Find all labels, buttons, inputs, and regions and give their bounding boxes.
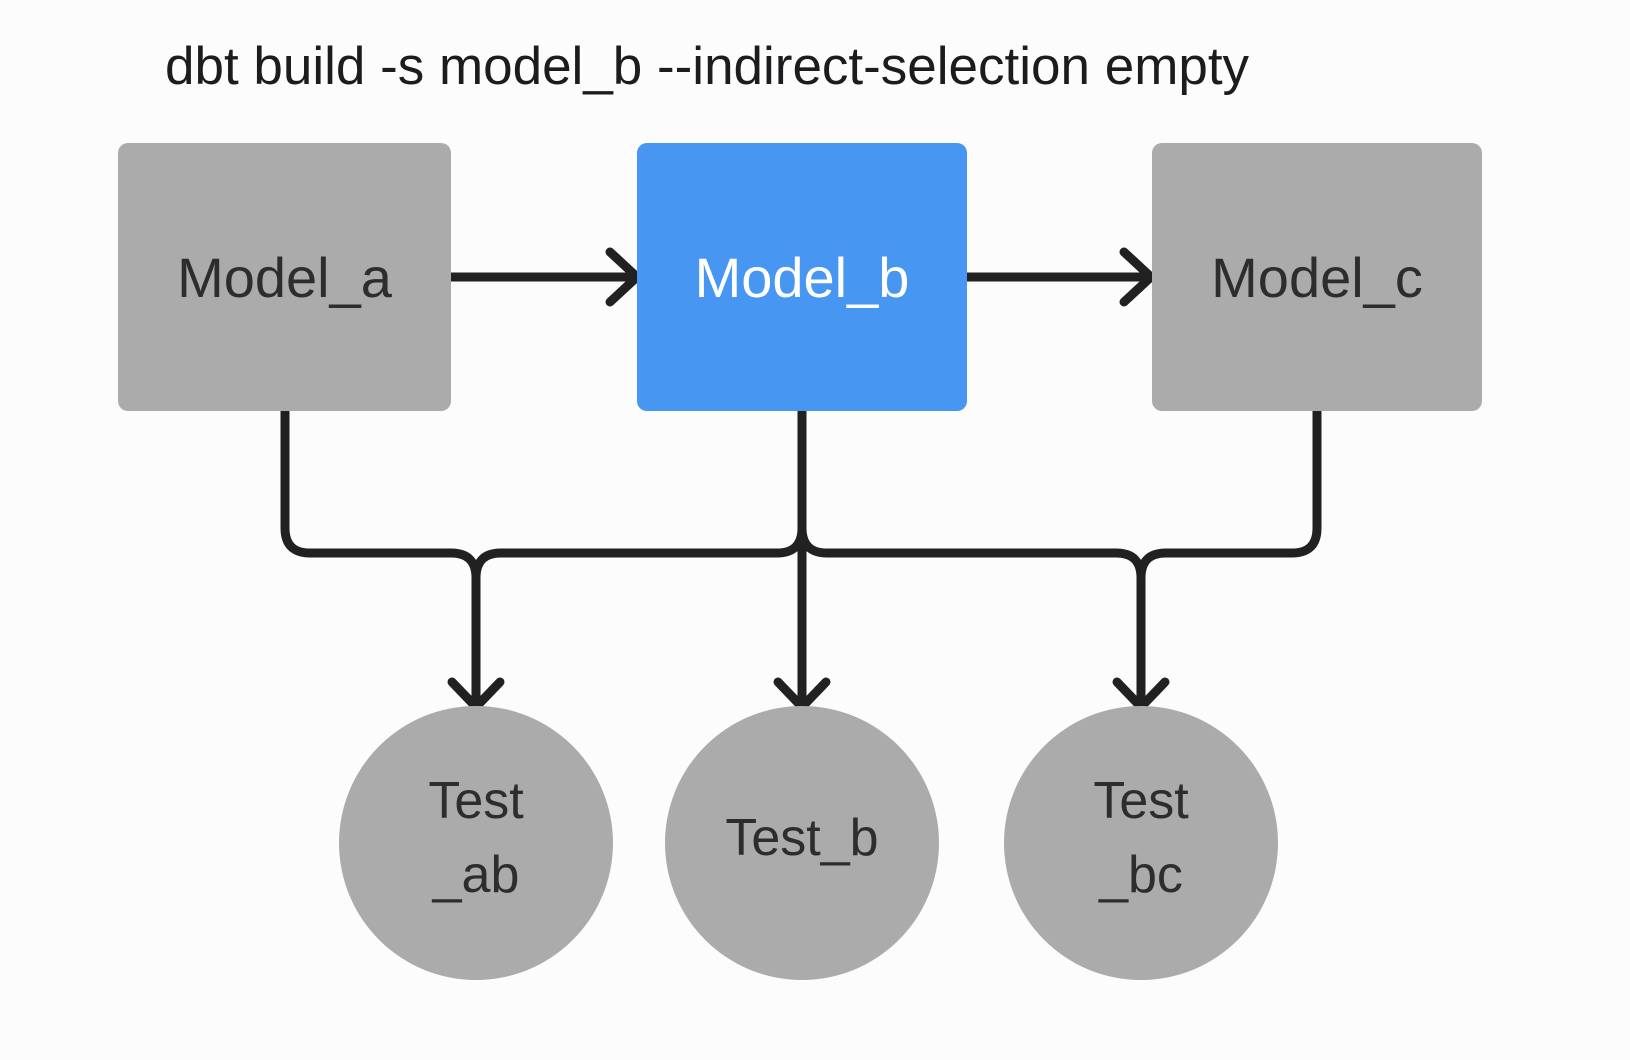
node-test-ab-label-line2: _ab: [432, 846, 520, 904]
node-model-b: Model_b: [637, 143, 967, 411]
arrowhead-model-c-icon: [1119, 247, 1156, 307]
node-model-b-label: Model_b: [694, 245, 910, 309]
node-test-bc: Test _bc: [1004, 706, 1278, 980]
edge-model-a-to-test-ab: [280, 406, 481, 708]
node-model-a-label: Model_a: [177, 245, 392, 309]
node-test-ab-label-line1: Test: [428, 772, 524, 830]
node-model-c-label: Model_c: [1211, 245, 1423, 309]
node-test-ab: Test _ab: [339, 706, 613, 980]
node-model-c: Model_c: [1152, 143, 1482, 411]
edge-model-c-to-test-bc: [1136, 406, 1322, 708]
node-test-bc-label-line1: Test: [1093, 772, 1189, 830]
edge-model-b-to-test-ab: [471, 406, 807, 708]
node-test-b: Test_b: [665, 706, 939, 980]
node-test-bc-label-line2: _bc: [1099, 846, 1183, 904]
node-test-b-label: Test_b: [725, 809, 879, 867]
node-model-a: Model_a: [118, 143, 451, 411]
command-title: dbt build -s model_b --indirect-selectio…: [165, 37, 1250, 96]
edge-model-b-to-test-bc: [797, 406, 1146, 708]
